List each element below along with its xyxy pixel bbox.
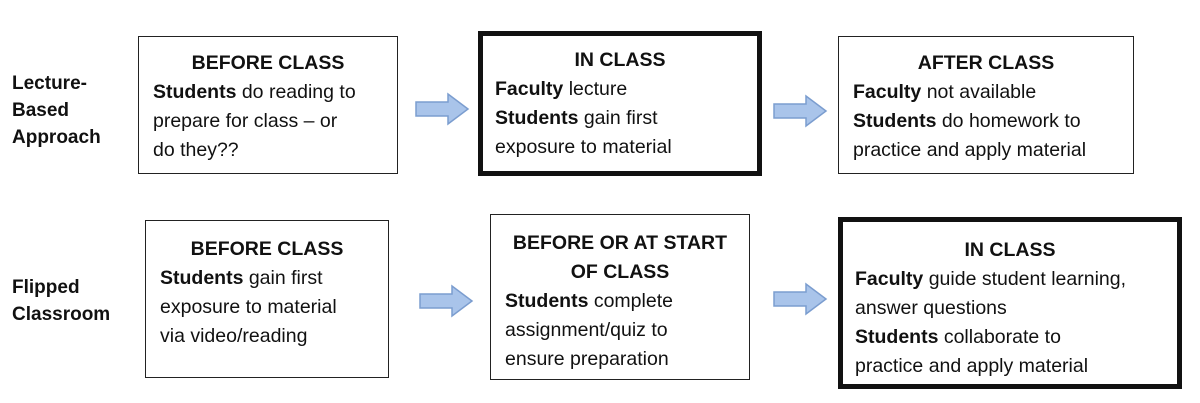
box-line: Faculty guide student learning, <box>855 268 1127 290</box>
box-heading: IN CLASS <box>574 49 666 71</box>
box-line: exposure to material <box>495 136 672 158</box>
box-line: exposure to material <box>160 296 337 318</box>
box-heading: BEFORE CLASS <box>190 238 344 260</box>
box-line: Students collaborate to <box>855 326 1061 348</box>
box-line: do they?? <box>153 139 239 161</box>
box-line: Students complete <box>505 290 673 312</box>
box-line: practice and apply material <box>855 355 1089 377</box>
box-line: practice and apply material <box>853 139 1087 161</box>
box-line: prepare for class – or <box>153 110 338 132</box>
box-heading-line: BEFORE OR AT START <box>512 232 728 254</box>
row-label-line: Based <box>12 100 70 121</box>
row-label-flipped-classroom: Flipped Classroom <box>12 274 110 328</box>
box-line: answer questions <box>855 297 1007 319</box>
box-heading-line: OF CLASS <box>570 261 670 283</box>
right-arrow-icon <box>419 284 474 318</box>
box-heading: BEFORE CLASS <box>191 52 345 74</box>
row-label-line: Lecture- <box>12 73 87 94</box>
row-label-line: Approach <box>12 127 101 148</box>
right-arrow-icon <box>773 94 828 128</box>
box-line: via video/reading <box>160 325 308 347</box>
box-heading: AFTER CLASS <box>917 52 1055 74</box>
row-label-lecture-based: Lecture- Based Approach <box>12 70 101 151</box>
right-arrow-icon <box>415 92 470 126</box>
row-label-line: Flipped <box>12 277 80 298</box>
box-line: Students do homework to <box>853 110 1081 132</box>
box-flipped-before-class: BEFORE CLASS Students gain first exposur… <box>145 220 389 378</box>
box-lecture-in-class: IN CLASS Faculty lecture Students gain f… <box>478 31 762 176</box>
box-lecture-after-class: AFTER CLASS Faculty not available Studen… <box>838 36 1134 174</box>
box-heading: IN CLASS <box>964 239 1056 261</box>
box-line: Faculty not available <box>853 81 1037 103</box>
box-line: Students do reading to <box>153 81 356 103</box>
box-line: Students gain first <box>160 267 323 289</box>
box-line: Faculty lecture <box>495 78 628 100</box>
box-lecture-before-class: BEFORE CLASS Students do reading to prep… <box>138 36 398 174</box>
row-label-line: Classroom <box>12 304 111 325</box>
right-arrow-icon <box>773 282 828 316</box>
box-line: Students gain first <box>495 107 658 129</box>
box-line: ensure preparation <box>505 348 669 370</box>
box-flipped-in-class: IN CLASS Faculty guide student learning,… <box>838 217 1182 389</box>
box-flipped-before-or-start: BEFORE OR AT START OF CLASS Students com… <box>490 214 750 380</box>
box-line: assignment/quiz to <box>505 319 668 341</box>
